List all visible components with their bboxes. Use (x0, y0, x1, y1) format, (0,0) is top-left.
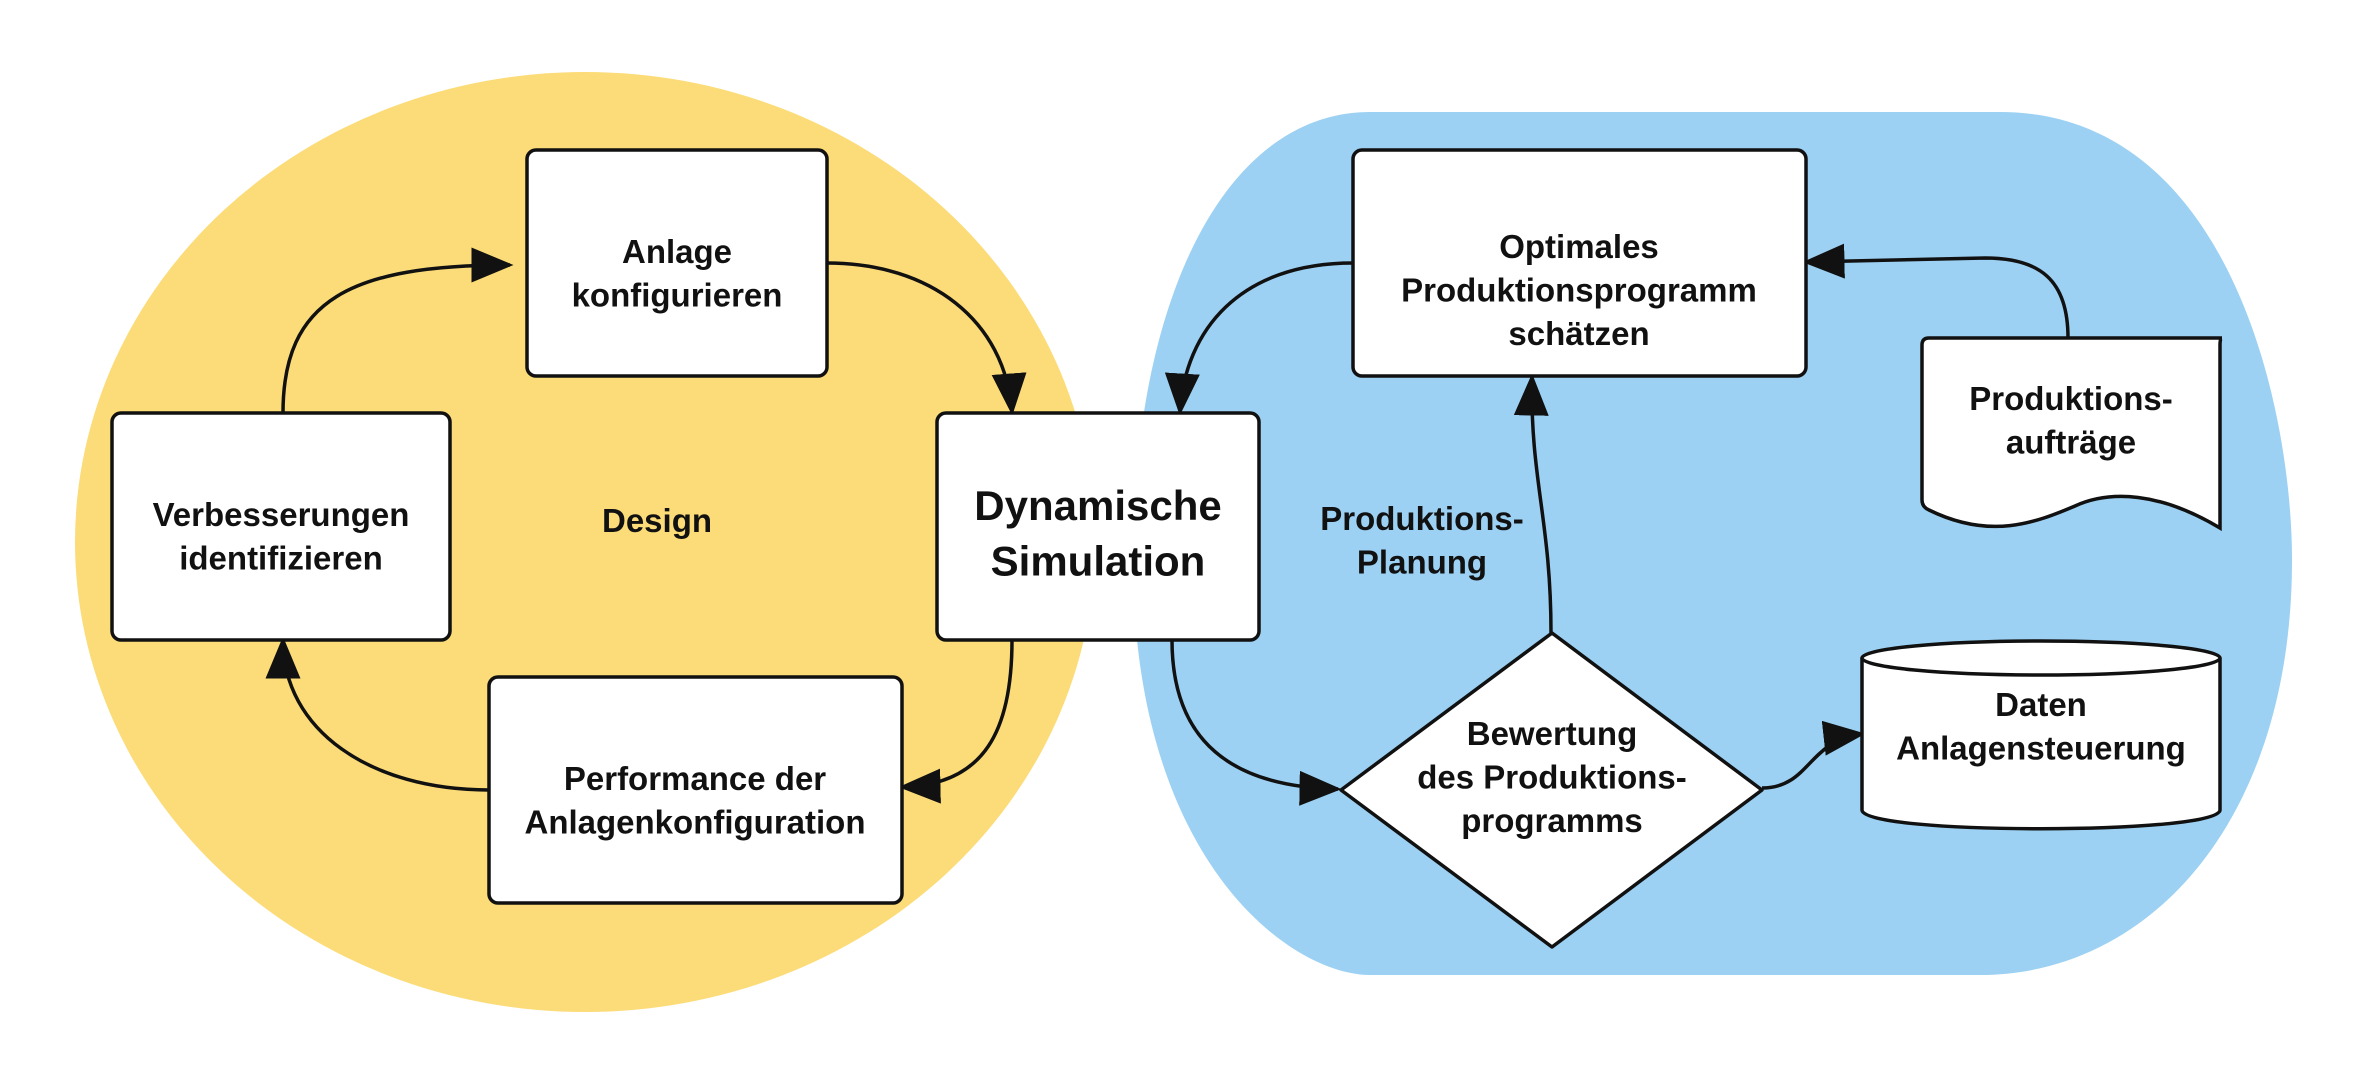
node-anlage-konfigurieren (525, 148, 829, 378)
node-verbesserungen-identifizieren-label: Verbesserungen identifizieren (153, 496, 410, 577)
text-line: Bewertung (1467, 715, 1638, 752)
text-line: Anlage (622, 233, 732, 270)
text-line: Simulation (991, 537, 1206, 584)
connector-simulation-to-performance (898, 639, 1014, 804)
node-produktionsauftraege-label: Produktions-aufträge (1969, 380, 2173, 461)
text-line: Planung (1357, 544, 1487, 581)
text-line: programms (1461, 802, 1643, 839)
connector-simulation-to-bewertung (1170, 639, 1342, 806)
node-optimales-produktionsprogramm (1351, 148, 1808, 378)
node-bewertung-produktionsprogramm (1339, 631, 1764, 949)
database-body (1860, 658, 2222, 831)
node-bewertung-produktionsprogramm-label: Bewertung des Produktions-programms (1417, 715, 1687, 839)
node-anlage-konfigurieren-label: Anlage konfigurieren (572, 233, 783, 314)
text-line: konfigurieren (572, 277, 783, 314)
node-performance-anlagenkonfiguration (487, 675, 904, 905)
connector-bewertung-to-optimales (1513, 373, 1553, 634)
text-line: Anlagensteuerung (1896, 730, 2186, 767)
node-dynamische-simulation (935, 411, 1261, 642)
design-region-label: Design (602, 502, 712, 539)
connector-optimales-to-simulation (1164, 261, 1354, 416)
text-line: Design (602, 502, 712, 539)
connector-auftraege-to-optimales (1802, 243, 2070, 339)
text-line: Daten (1995, 686, 2087, 723)
connector-verbesserungen-to-anlage (281, 247, 514, 414)
text-line: identifizieren (179, 540, 383, 577)
text-line: Anlagenkonfiguration (525, 804, 866, 841)
node-daten-anlagensteuerung (1860, 639, 2222, 831)
text-line: Produktions- (1320, 500, 1524, 537)
text-line: schätzen (1508, 315, 1649, 352)
node-produktionsauftraege (1920, 336, 2223, 532)
text-line: Verbesserungen (153, 496, 410, 533)
text-line: des Produktions- (1417, 759, 1687, 796)
database-top (1860, 639, 2222, 677)
text-line: Dynamische (974, 482, 1221, 529)
text-line: Produktionsprogramm (1401, 272, 1757, 309)
planning-region-label: Produktions- Planung (1320, 500, 1524, 581)
text-line: Performance der (564, 760, 826, 797)
connector-bewertung-to-daten (1761, 720, 1866, 790)
text-line: Optimales (1499, 228, 1659, 265)
text-line: Produktions- (1969, 380, 2173, 417)
connector-performance-to-verbesserungen (265, 636, 490, 792)
text-line: aufträge (2006, 424, 2136, 461)
connector-anlage-to-simulation (826, 261, 1027, 416)
node-verbesserungen-identifizieren (110, 411, 452, 642)
